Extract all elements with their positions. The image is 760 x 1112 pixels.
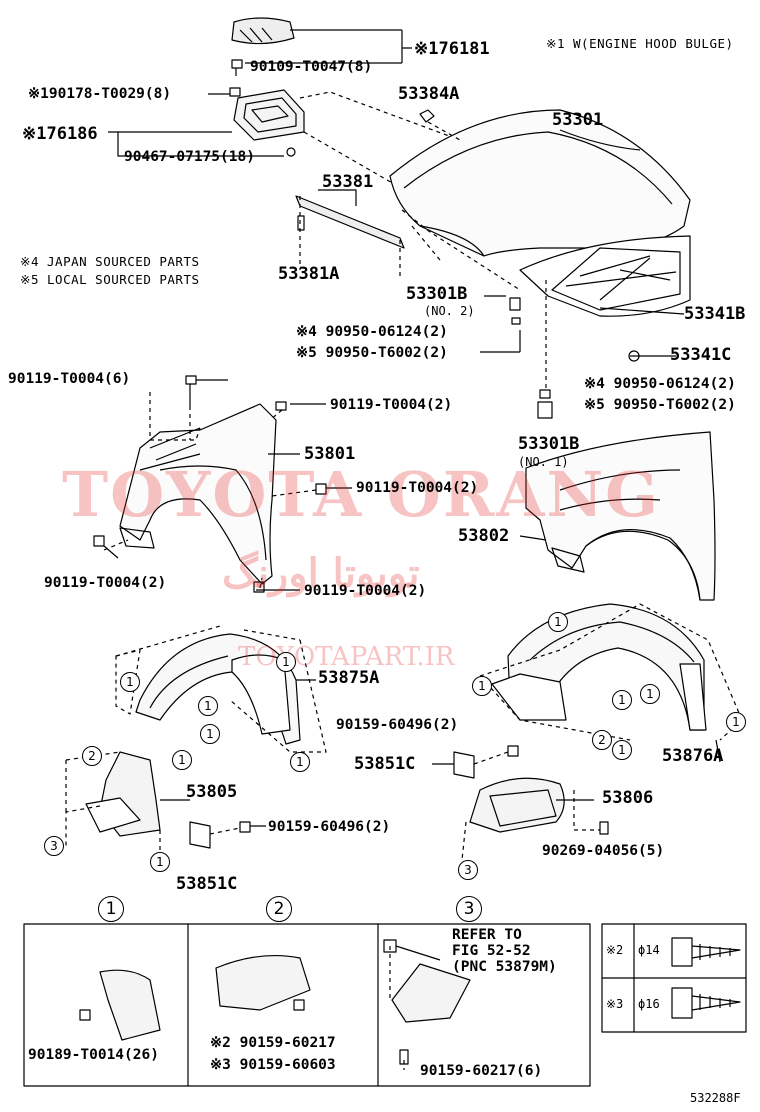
label-53806[interactable]: 53806 — [602, 788, 654, 808]
label-53381[interactable]: 53381 — [322, 172, 374, 192]
label-90119-t0004-top[interactable]: 90119-T0004(2) — [330, 397, 453, 413]
detail-1-header: 1 — [98, 896, 124, 922]
label-176181[interactable]: ※176181 — [414, 39, 490, 59]
right-splash-part — [469, 777, 565, 833]
callout-1: 1 — [472, 676, 492, 696]
label-90269-04056[interactable]: 90269-04056(5) — [542, 843, 665, 859]
label-no2: (NO. 2) — [424, 304, 475, 318]
label-53301b-no2[interactable]: 53301B — [406, 284, 468, 304]
label-90467-07175[interactable]: 90467-07175(18) — [124, 149, 255, 165]
bulge-frame-part — [233, 89, 305, 141]
screw-row1-mark: ※2 — [606, 943, 624, 957]
label-53301[interactable]: 53301 — [552, 110, 604, 130]
callout-1: 1 — [612, 740, 632, 760]
label-53381a[interactable]: 53381A — [278, 264, 340, 284]
label-53851c-right[interactable]: 53851C — [354, 754, 416, 774]
label-53384a[interactable]: 53384A — [398, 84, 460, 104]
label-53851c-left[interactable]: 53851C — [176, 874, 238, 894]
label-53876a[interactable]: 53876A — [662, 746, 724, 766]
detail-2-header: 2 — [266, 896, 292, 922]
label-90159-60217-box2[interactable]: ※2 90159-60217 — [210, 1035, 336, 1051]
label-90950-t6002-left[interactable]: ※5 90950-T6002(2) — [296, 345, 448, 361]
figure-id: 532288F — [690, 1091, 741, 1105]
label-53875a[interactable]: 53875A — [318, 668, 380, 688]
label-90119-t0004-mid[interactable]: 90119-T0004(2) — [356, 480, 479, 496]
callout-1: 1 — [120, 672, 140, 692]
label-90119-t0004-lower-left[interactable]: 90119-T0004(2) — [44, 575, 167, 591]
label-90950-t6002-right[interactable]: ※5 90950-T6002(2) — [584, 397, 736, 413]
callout-2: 2 — [82, 746, 102, 766]
callout-1: 1 — [726, 712, 746, 732]
callout-3: 3 — [44, 836, 64, 856]
label-90119-t0004-6[interactable]: 90119-T0004(6) — [8, 371, 131, 387]
callout-1: 1 — [612, 690, 632, 710]
watermark-arabic: تويوتا اورنگ — [222, 550, 420, 597]
label-no1: (NO. 1) — [518, 455, 569, 469]
detail-3-header: 3 — [456, 896, 482, 922]
callout-3: 3 — [458, 860, 478, 880]
label-90950-06124-right[interactable]: ※4 90950-06124(2) — [584, 376, 736, 392]
refer-line-1: REFER TO — [452, 927, 522, 943]
callout-1: 1 — [200, 724, 220, 744]
label-90189-t0014[interactable]: 90189-T0014(26) — [28, 1047, 159, 1063]
label-90109-t0047[interactable]: 90109-T0047(8) — [250, 59, 373, 75]
watermark-main: TOYOTA ORANG — [62, 458, 661, 531]
screw-row1-diameter: ϕ14 — [638, 943, 660, 957]
refer-line-2[interactable]: FIG 52-52 — [452, 943, 531, 959]
note-local-sourced: ※5 LOCAL SOURCED PARTS — [20, 272, 200, 287]
callout-1: 1 — [548, 612, 568, 632]
left-fender-part — [119, 392, 277, 585]
label-53341c[interactable]: 53341C — [670, 345, 732, 365]
label-190178-t0029[interactable]: ※190178-T0029(8) — [28, 86, 172, 102]
screw-row2-mark: ※3 — [606, 997, 624, 1011]
callout-1: 1 — [640, 684, 660, 704]
right-liner-part — [491, 603, 707, 731]
hood-bulge-part — [231, 17, 295, 45]
label-53801[interactable]: 53801 — [304, 444, 356, 464]
label-90159-60603[interactable]: ※3 90159-60603 — [210, 1057, 336, 1073]
left-liner-part — [135, 633, 301, 745]
callout-2: 2 — [592, 730, 612, 750]
label-53802[interactable]: 53802 — [458, 526, 510, 546]
note-engine-hood-bulge: ※1 W(ENGINE HOOD BULGE) — [546, 36, 734, 51]
label-53805[interactable]: 53805 — [186, 782, 238, 802]
callout-1: 1 — [198, 696, 218, 716]
refer-line-3: (PNC 53879M) — [452, 959, 557, 975]
label-90159-60496-upper[interactable]: 90159-60496(2) — [336, 717, 459, 733]
watermark-site: TOYOTAPART.IR — [238, 642, 455, 672]
label-90159-60217-box3[interactable]: 90159-60217(6) — [420, 1063, 543, 1079]
callout-1: 1 — [290, 752, 310, 772]
right-fender-part — [525, 431, 716, 601]
callout-1: 1 — [150, 852, 170, 872]
screw-row2-diameter: ϕ16 — [638, 997, 660, 1011]
callout-1: 1 — [172, 750, 192, 770]
label-53341b[interactable]: 53341B — [684, 304, 746, 324]
label-53301b-no1[interactable]: 53301B — [518, 434, 580, 454]
note-japan-sourced: ※4 JAPAN SOURCED PARTS — [20, 254, 200, 269]
label-90950-06124-left[interactable]: ※4 90950-06124(2) — [296, 324, 448, 340]
label-90159-60496-lower[interactable]: 90159-60496(2) — [268, 819, 391, 835]
label-176186[interactable]: ※176186 — [22, 124, 98, 144]
label-90119-t0004-lower[interactable]: 90119-T0004(2) — [304, 583, 427, 599]
callout-1: 1 — [276, 652, 296, 672]
